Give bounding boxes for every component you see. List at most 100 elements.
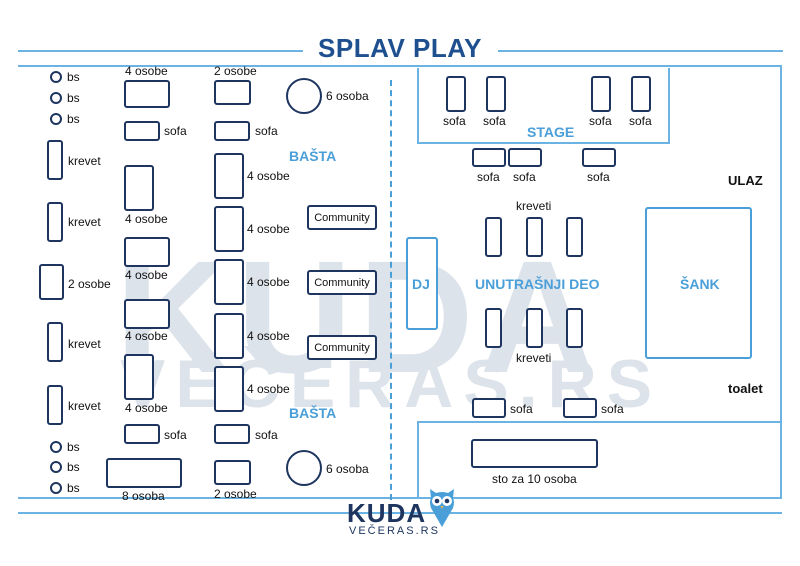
- sofa-label: sofa: [255, 428, 278, 442]
- sofa-label: sofa: [164, 428, 187, 442]
- title-rule-left: [18, 50, 303, 52]
- sofa-label: sofa: [255, 124, 278, 138]
- table-4: [214, 313, 244, 359]
- table-4: [124, 354, 154, 400]
- round-table-6: [286, 78, 322, 114]
- page-title: SPLAV PLAY: [318, 33, 482, 63]
- table-2-label: 2 osobe: [214, 487, 257, 501]
- sofa: [472, 148, 506, 167]
- beds-label: kreveti: [516, 351, 552, 365]
- sofa: [446, 76, 466, 112]
- table-4: [124, 80, 170, 108]
- table-4: [214, 206, 244, 252]
- bs-label: bs: [67, 112, 80, 126]
- logo: KUDA VEČERAS.RS: [343, 486, 463, 542]
- table-4-label: 4 osobe: [247, 169, 290, 183]
- sofa-label: sofa: [629, 114, 652, 128]
- table-4: [124, 237, 170, 267]
- stage-area: [417, 68, 670, 144]
- table-4-label: 4 osobe: [247, 222, 290, 236]
- sofa: [563, 398, 597, 418]
- table-8-label: 8 osoba: [122, 489, 165, 503]
- table-4: [214, 366, 244, 412]
- bar-label: ŠANK: [680, 276, 720, 292]
- table-6-label: 6 osoba: [326, 462, 369, 476]
- beds-label: kreveti: [516, 199, 552, 213]
- sofa-label: sofa: [589, 114, 612, 128]
- table-4-label: 4 osobe: [247, 382, 290, 396]
- sofa-label: sofa: [477, 170, 500, 184]
- bed: [526, 308, 543, 348]
- sofa-label: sofa: [587, 170, 610, 184]
- frame-bottom: [18, 497, 782, 499]
- zone-stage: STAGE: [527, 124, 575, 140]
- community-table: Community: [307, 205, 377, 230]
- sofa-label: sofa: [510, 402, 533, 416]
- community-label: Community: [314, 276, 370, 289]
- table-6-label: 6 osoba: [326, 89, 369, 103]
- sofa-label: sofa: [483, 114, 506, 128]
- table-2-label: 2 osobe: [68, 277, 111, 291]
- table-4-label: 4 osobe: [125, 401, 168, 415]
- table-2-label: 2 osobe: [214, 64, 257, 78]
- sofa: [591, 76, 611, 112]
- table-2: [214, 460, 251, 485]
- bs-label: bs: [67, 481, 80, 495]
- sofa: [124, 121, 160, 141]
- bed: [47, 385, 63, 425]
- entrance-label: ULAZ: [728, 173, 763, 188]
- frame-right: [780, 65, 782, 498]
- table-4-label: 4 osobe: [247, 275, 290, 289]
- bed: [47, 202, 63, 242]
- bed-label: krevet: [68, 399, 101, 413]
- zone-basta-bottom: BAŠTA: [289, 405, 337, 421]
- table-4: [124, 165, 154, 211]
- table-2: [214, 80, 251, 105]
- sofa-label: sofa: [601, 402, 624, 416]
- bs-label: bs: [67, 70, 80, 84]
- sofa: [472, 398, 506, 418]
- bed-label: krevet: [68, 337, 101, 351]
- frame-bottom-2: [18, 512, 782, 514]
- dj-label: DJ: [412, 276, 430, 292]
- sofa: [486, 76, 506, 112]
- title-rule-right: [498, 50, 783, 52]
- table-8: [106, 458, 182, 488]
- table-4: [124, 299, 170, 329]
- community-table: Community: [307, 335, 377, 360]
- bs-table: [50, 113, 62, 125]
- toilet-label: toalet: [728, 381, 763, 396]
- bed: [566, 217, 583, 257]
- bed-label: krevet: [68, 215, 101, 229]
- bed: [566, 308, 583, 348]
- bs-table: [50, 461, 62, 473]
- sofa: [582, 148, 616, 167]
- logo-subtext: VEČERAS.RS: [349, 525, 440, 537]
- zone-basta-top: BAŠTA: [289, 148, 337, 164]
- bed-label: krevet: [68, 154, 101, 168]
- sofa: [214, 121, 250, 141]
- table-4-label: 4 osobe: [125, 64, 168, 78]
- bed: [526, 217, 543, 257]
- bed: [47, 322, 63, 362]
- bar-counter: [645, 207, 752, 359]
- bs-label: bs: [67, 460, 80, 474]
- sofa-label: sofa: [513, 170, 536, 184]
- table-10-label: sto za 10 osoba: [492, 472, 577, 486]
- divider: [390, 80, 392, 500]
- bs-table: [50, 71, 62, 83]
- sofa: [508, 148, 542, 167]
- table-4-label: 4 osobe: [125, 329, 168, 343]
- round-table-6: [286, 450, 322, 486]
- frame-top: [18, 65, 782, 67]
- bed: [485, 308, 502, 348]
- table-4-label: 4 osobe: [125, 212, 168, 226]
- lower-room: [417, 421, 780, 499]
- community-label: Community: [314, 211, 370, 224]
- table-4: [214, 259, 244, 305]
- table-10: [471, 439, 598, 468]
- community-label: Community: [314, 341, 370, 354]
- table-2: [39, 264, 64, 300]
- owl-icon: [430, 489, 454, 527]
